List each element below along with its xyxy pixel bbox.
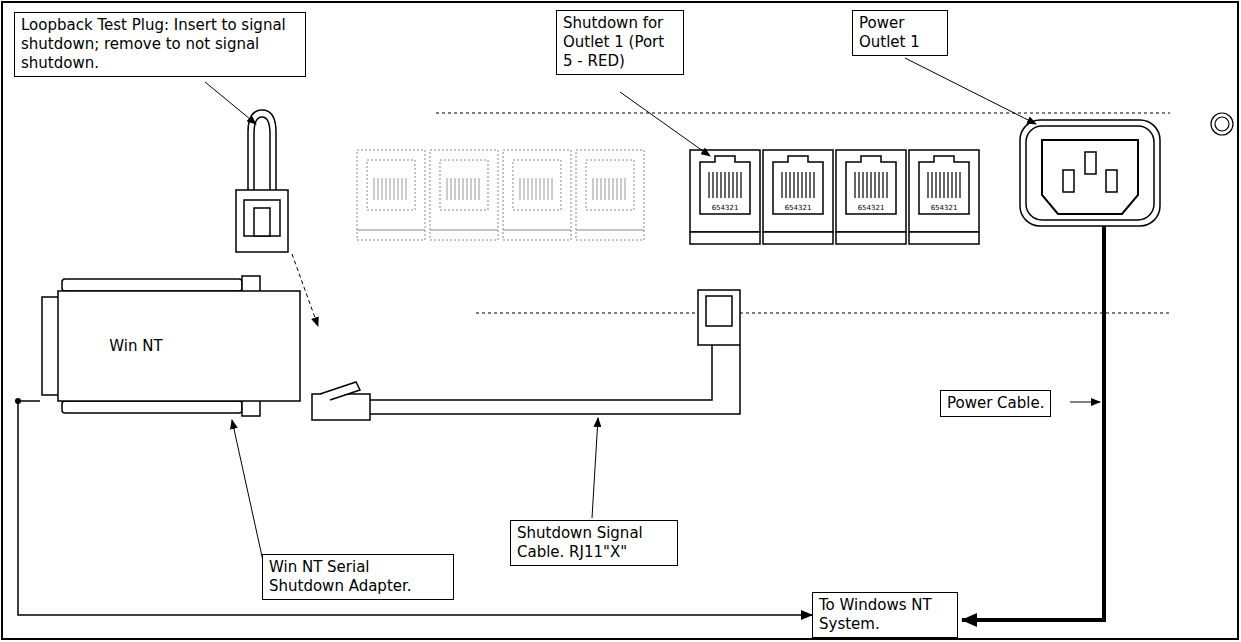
callout-box: Power Cable.: [940, 390, 1051, 417]
pin-numbers: 654321: [841, 204, 901, 212]
callout-box: Win NT Serial Shutdown Adapter.: [262, 554, 454, 600]
destination-box: To Windows NT System.: [812, 592, 958, 638]
rj11-jacks: [690, 150, 979, 244]
ground-screw: [1211, 113, 1233, 135]
node-text: Win NT Serial Shutdown Adapter.: [269, 558, 447, 596]
node-text: Power Cable.: [947, 394, 1044, 413]
power-outlet: [1020, 120, 1160, 226]
guide-lines: [436, 113, 1170, 313]
node-text: Loopback Test Plug: Insert to signal shu…: [21, 16, 299, 73]
ghost-jacks: [357, 150, 644, 240]
pin-numbers: 654321: [695, 204, 755, 212]
callout-box: Shutdown for Outlet 1 (Port 5 - RED): [556, 10, 684, 75]
node-text: Win NT: [109, 337, 162, 355]
node-text: Power Outlet 1: [859, 14, 941, 52]
pin-numbers: 654321: [914, 204, 974, 212]
callout-box: Shutdown Signal Cable. RJ11"X": [510, 520, 678, 566]
callout-box: Loopback Test Plug: Insert to signal shu…: [14, 12, 306, 77]
serial-adapter: Win NT: [40, 275, 302, 417]
loopback-plug: [236, 110, 288, 252]
power-cable: [962, 226, 1104, 620]
node-text: To Windows NT System.: [819, 596, 951, 634]
node-text: Shutdown Signal Cable. RJ11"X": [517, 524, 671, 562]
callout-box: Power Outlet 1: [852, 10, 948, 56]
signal-cable: [312, 290, 740, 420]
ghost-contacts: [374, 178, 625, 200]
pin-numbers: 654321: [768, 204, 828, 212]
leader-lines: [205, 58, 1100, 570]
node-text: Shutdown for Outlet 1 (Port 5 - RED): [563, 14, 677, 71]
signal-line: [18, 401, 812, 615]
jack-contacts: [709, 172, 960, 198]
adapter-shape: [40, 275, 302, 417]
